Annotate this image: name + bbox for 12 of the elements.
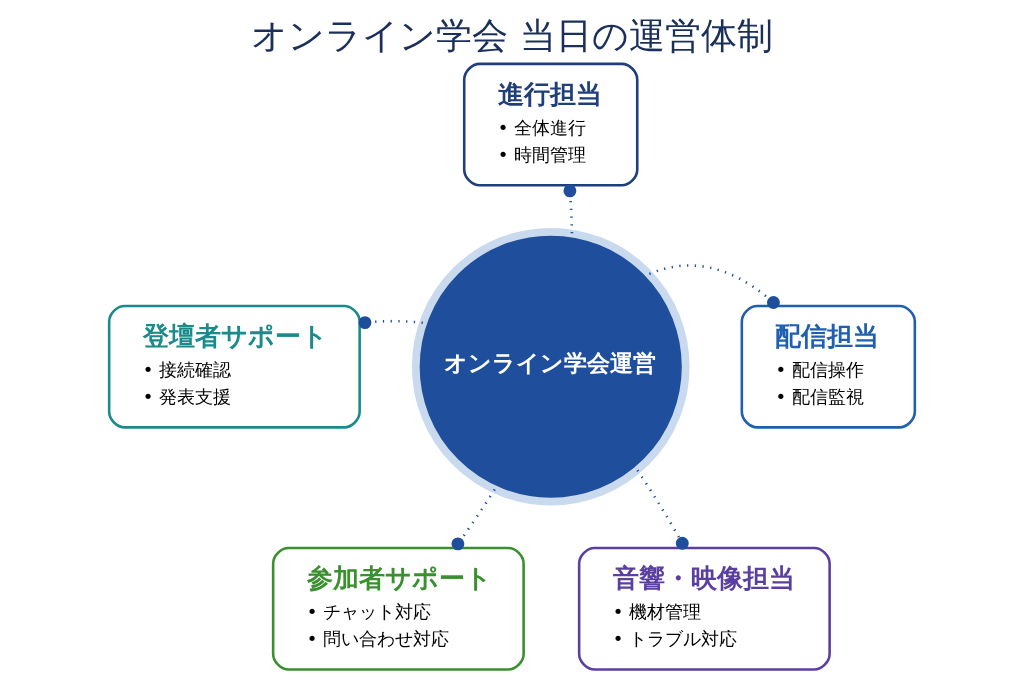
diagram-title: オンライン学会 当日の運営体制 xyxy=(251,13,773,57)
node-box: 参加者サポート • チャット対応 • 問い合わせ対応 xyxy=(271,546,525,671)
connector xyxy=(636,469,689,550)
node-box: 配信担当 • 配信操作 • 配信監視 xyxy=(740,304,917,429)
connector xyxy=(358,316,423,330)
connector xyxy=(648,264,780,309)
node-circle: オンライン学会運営 xyxy=(411,227,690,506)
node-box: 進行担当 • 全体進行 • 時間管理 xyxy=(462,62,639,187)
node-box: 登壇者サポート • 接続確認 • 発表支援 xyxy=(107,304,361,429)
connector xyxy=(451,488,496,551)
connector xyxy=(563,184,577,234)
node-box: 音響・映像担当 • 機材管理 • トラブル対応 xyxy=(577,546,831,671)
